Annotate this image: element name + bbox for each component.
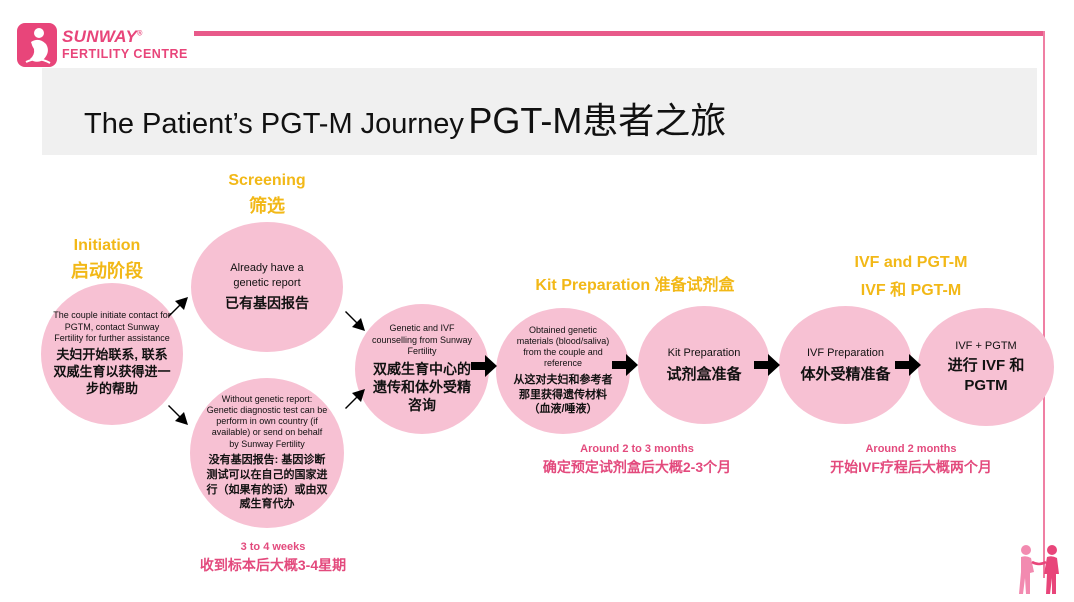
arrow-right-icon (895, 354, 921, 376)
arrow-diagonal-icon (168, 405, 188, 425)
stage-ivf-pgtm: IVF and PGT-M IVF 和 PGT-M (854, 254, 968, 299)
step-ivf-pgtm: IVF + PGTM 进行 IVF 和 PGTM (918, 308, 1054, 426)
couple-silhouette-icon (1019, 545, 1059, 594)
duration-screening: 3 to 4 weeks 收到标本后大概3-4星期 (199, 541, 347, 573)
right-border (1043, 31, 1045, 578)
duration-ivf: Around 2 months 开始IVF疗程后大概两个月 (830, 443, 992, 475)
stage-screening: Screening 筛选 (228, 172, 306, 216)
logo-subtitle: FERTILITY CENTRE (62, 47, 188, 61)
page-title-en: The Patient’s PGT-M Journey (84, 108, 464, 140)
title-band (42, 68, 1037, 155)
step-has-genetic-report: Already have a genetic report 已有基因报告 (191, 222, 343, 352)
logo-mother-icon (17, 23, 57, 67)
arrow-diagonal-icon (168, 297, 188, 317)
duration-kit: Around 2 to 3 months 确定预定试剂盒后大概2-3个月 (542, 443, 732, 475)
arrow-diagonal-icon (345, 311, 365, 331)
page-title-cn: PGT-M患者之旅 (468, 100, 727, 141)
stage-initiation: Initiation 启动阶段 (71, 237, 143, 281)
header-divider (194, 31, 1043, 36)
arrow-right-icon (612, 354, 638, 376)
step-obtain-materials: Obtained genetic materials (blood/saliva… (496, 308, 630, 434)
page-title: The Patient’s PGT-M Journey PGT-M患者之旅 (84, 92, 726, 144)
logo-name: SUNWAY® (62, 27, 143, 46)
arrow-right-icon (471, 355, 497, 377)
step-ivf-preparation: IVF Preparation 体外受精准备 (779, 306, 912, 424)
step-counselling: Genetic and IVF counselling from Sunway … (355, 304, 489, 434)
step-initiate-contact: The couple initiate contact for PGTM, co… (41, 283, 183, 425)
stage-kit-preparation: Kit Preparation 准备试剂盒 (535, 277, 735, 294)
arrow-right-icon (754, 354, 780, 376)
arrow-diagonal-icon (345, 389, 365, 409)
step-no-genetic-report: Without genetic report: Genetic diagnost… (190, 378, 344, 528)
step-kit-preparation: Kit Preparation 试剂盒准备 (638, 306, 770, 424)
